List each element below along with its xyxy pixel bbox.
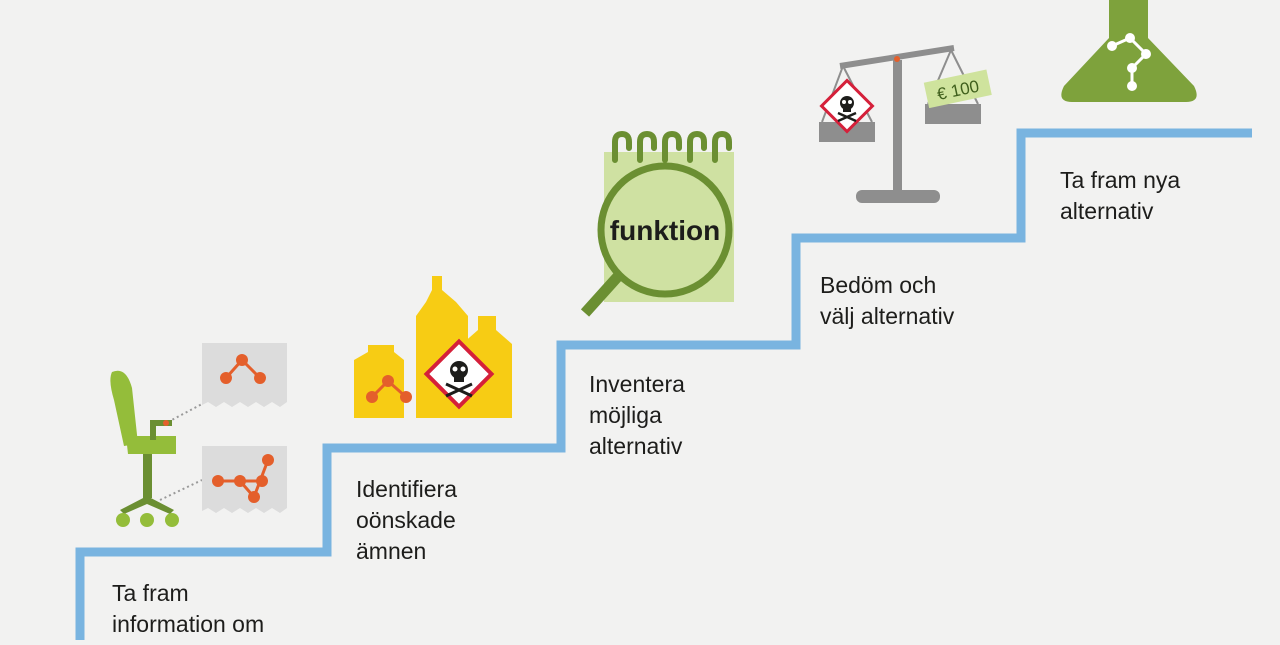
molecule-card-icon bbox=[202, 343, 287, 407]
staircase-line bbox=[75, 128, 1252, 640]
step-1-label: Ta fram information om bbox=[112, 580, 265, 637]
price-tag-icon: € 100 bbox=[923, 69, 992, 109]
step-5-label: Ta fram nya alternativ bbox=[1060, 167, 1181, 224]
step-4-label: Bedöm och välj alternativ bbox=[820, 272, 955, 329]
office-chair-icon bbox=[110, 370, 203, 527]
balance-scale-icon: € 100 bbox=[819, 45, 992, 203]
lab-flask-icon bbox=[1061, 0, 1197, 102]
magnifier-label: funktion bbox=[610, 215, 720, 246]
skull-icon bbox=[445, 361, 473, 398]
molecule-card-icon bbox=[202, 446, 287, 513]
step-2-label: Identifiera oönskade ämnen bbox=[356, 476, 458, 564]
molecule-icon bbox=[1107, 33, 1151, 91]
hazard-bottles-icon bbox=[354, 276, 512, 418]
notepad-magnifier-icon: funktion bbox=[580, 130, 734, 317]
step-3-label: Inventera möjliga alternativ bbox=[589, 371, 685, 459]
skull-icon bbox=[837, 96, 857, 123]
